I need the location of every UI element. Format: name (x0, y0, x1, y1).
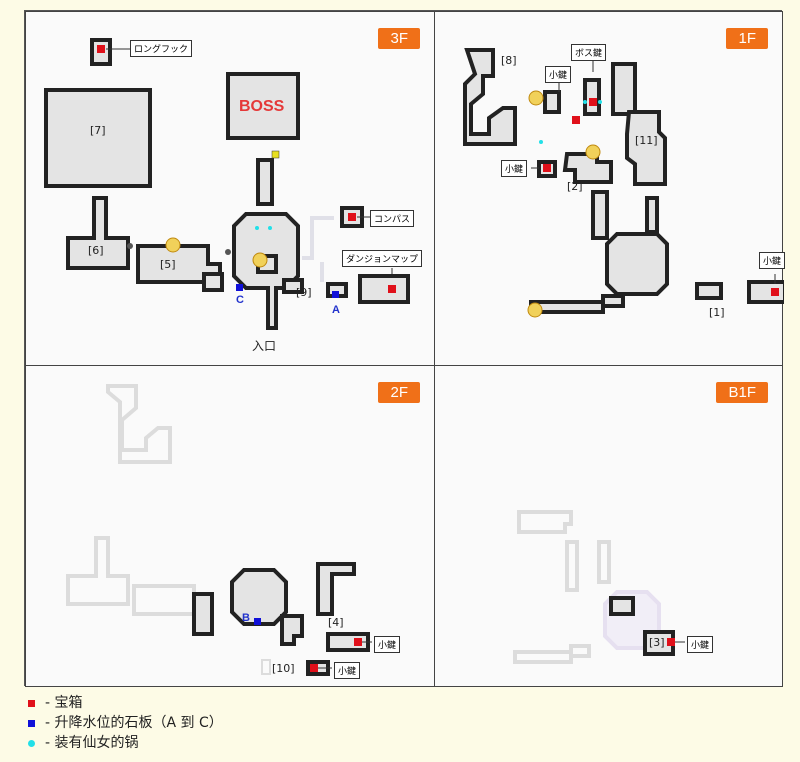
label-small-key-3: 小鍵 (759, 252, 786, 269)
dungeon-map: 3F (24, 10, 786, 687)
entrance-label: 入口 (252, 339, 277, 353)
legend-item-treasure: - 宝箱 (28, 692, 83, 712)
floor-tag-3f: 3F (378, 28, 420, 49)
label-boss-key: ボス鍵 (571, 44, 607, 61)
floor-b1f-map (513, 510, 685, 664)
treasure-swatch-icon (28, 699, 35, 707)
switch-a-label: A (332, 304, 340, 316)
label-small-key-2f-1: 小鍵 (374, 636, 401, 653)
boss-room-label: BOSS (239, 98, 285, 115)
room-1-label: [1] (709, 306, 725, 319)
room-10-label: [10] (272, 662, 295, 675)
switch-b-label: B (242, 612, 250, 624)
label-longhook: ロングフック (130, 40, 193, 57)
floor-b1f-panel: B1F [3] 小鍵 (434, 365, 783, 687)
room-9-label: [9] (296, 286, 312, 299)
room-7-label: [7] (90, 124, 106, 137)
switch-c-label: C (236, 294, 244, 306)
room-3-label: [3] (649, 636, 665, 649)
label-small-key-2f-2: 小鍵 (334, 662, 361, 679)
room-5-label: [5] (160, 258, 176, 271)
room-8-label: [8] (501, 54, 517, 67)
fairy-pot-swatch-icon (28, 739, 35, 747)
room-4-label: [4] (328, 616, 344, 629)
legend-item-fairy-pot: - 装有仙女的锅 (28, 732, 139, 752)
floor-1f-map (463, 48, 784, 318)
floor-3f-panel: 3F (25, 11, 435, 366)
switch-swatch-icon (28, 719, 35, 727)
room-2-label: [2] (567, 180, 583, 193)
label-dungeon-map: ダンジョンマップ (342, 250, 423, 267)
room-6-label: [6] (88, 244, 104, 257)
room-11-label: [11] (635, 134, 658, 147)
floor-1f-panel: 1F (434, 11, 786, 366)
label-small-key-1: 小鍵 (545, 66, 572, 83)
label-small-key-b1f: 小鍵 (687, 636, 714, 653)
floor-tag-1f: 1F (726, 28, 768, 49)
floor-3f-map (44, 38, 410, 330)
label-compass: コンパス (370, 210, 415, 227)
legend-item-water-switch: - 升降水位的石板（A 到 C） (28, 712, 223, 732)
label-small-key-2: 小鍵 (501, 160, 528, 177)
floor-2f-map (66, 384, 372, 676)
floor-tag-2f: 2F (378, 382, 420, 403)
floor-tag-b1f: B1F (716, 382, 768, 403)
floor-2f-panel: 2F (25, 365, 435, 687)
